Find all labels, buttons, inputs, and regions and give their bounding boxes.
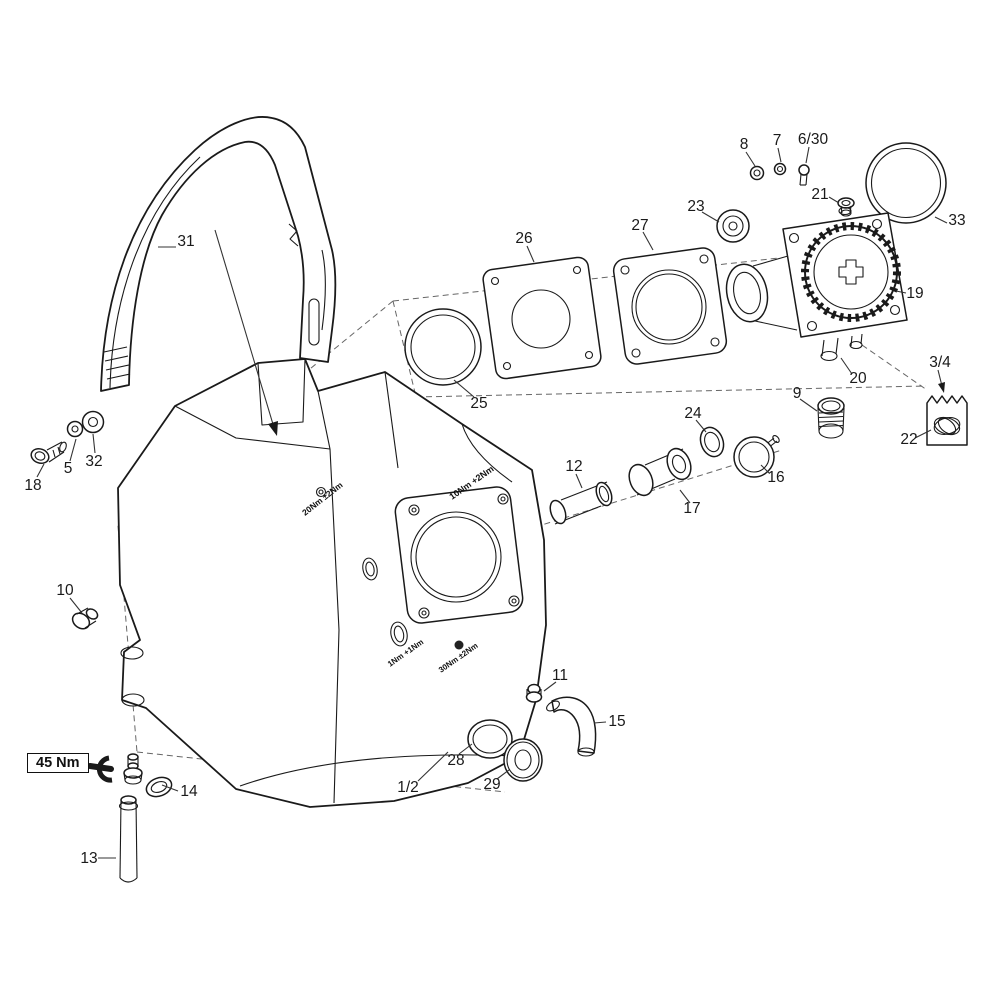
washer-32 bbox=[81, 410, 105, 434]
part-label-33: 33 bbox=[948, 212, 966, 229]
part-label-13: 13 bbox=[80, 850, 98, 867]
part-label-1-2: 1/2 bbox=[397, 779, 419, 796]
part-label-7: 7 bbox=[772, 132, 782, 149]
strap-hatch bbox=[103, 346, 131, 380]
washer-7 bbox=[773, 162, 787, 176]
part-label-9: 9 bbox=[792, 385, 802, 402]
torque-spec-label: 45 Nm bbox=[36, 755, 80, 771]
part-label-24: 24 bbox=[684, 405, 702, 422]
part-label-8: 8 bbox=[739, 136, 749, 153]
part-label-22: 22 bbox=[900, 431, 918, 448]
part-label-6-30: 6/30 bbox=[797, 131, 829, 148]
gasket-26 bbox=[482, 256, 602, 380]
screw-6-30 bbox=[798, 164, 810, 186]
part-label-10: 10 bbox=[56, 582, 74, 599]
o-ring-25 bbox=[404, 308, 482, 386]
pump-head bbox=[725, 206, 908, 362]
gasket-27 bbox=[612, 247, 728, 365]
wrench-icon bbox=[87, 755, 114, 783]
part-label-5: 5 bbox=[63, 460, 73, 477]
part-label-15: 15 bbox=[608, 713, 626, 730]
leader-lines bbox=[36, 146, 948, 859]
insert-17 bbox=[628, 447, 692, 497]
tube-12 bbox=[549, 481, 613, 525]
washer-5 bbox=[66, 420, 84, 438]
seal-24 bbox=[699, 426, 725, 458]
part-label-32: 32 bbox=[85, 453, 103, 470]
hose-13 bbox=[118, 795, 139, 883]
nipple-9 bbox=[817, 397, 845, 439]
part-label-20: 20 bbox=[849, 370, 867, 387]
part-label-31: 31 bbox=[177, 233, 195, 250]
washer-8 bbox=[749, 165, 765, 181]
part-label-16: 16 bbox=[767, 469, 785, 486]
part-label-19: 19 bbox=[906, 285, 924, 302]
part-label-26: 26 bbox=[515, 230, 533, 247]
banjo-fitting-14 bbox=[123, 753, 173, 798]
o-ring-33 bbox=[865, 142, 947, 224]
elbow-15 bbox=[546, 696, 597, 757]
mounting-plate bbox=[394, 486, 524, 624]
part-label-18: 18 bbox=[24, 477, 42, 494]
plug-29 bbox=[503, 738, 543, 782]
cap-16 bbox=[733, 434, 780, 478]
part-label-21: 21 bbox=[811, 186, 829, 203]
torque-spec-box: 45 Nm bbox=[27, 753, 89, 773]
o-ring-28 bbox=[467, 719, 513, 759]
part-label-3-4: 3/4 bbox=[929, 354, 951, 371]
part-label-27: 27 bbox=[631, 217, 649, 234]
part-label-28: 28 bbox=[447, 752, 465, 769]
part-label-29: 29 bbox=[483, 776, 501, 793]
fitting-11 bbox=[525, 683, 543, 703]
cross-icon bbox=[838, 259, 864, 285]
tank-body bbox=[117, 358, 547, 808]
part-label-12: 12 bbox=[565, 458, 583, 475]
part-label-17: 17 bbox=[683, 500, 701, 517]
part-label-11: 11 bbox=[551, 667, 569, 684]
plug-10 bbox=[71, 607, 99, 630]
part-label-14: 14 bbox=[180, 783, 198, 800]
part-label-25: 25 bbox=[470, 395, 488, 412]
bolt-18 bbox=[30, 441, 67, 465]
cap-23 bbox=[716, 209, 750, 243]
strap-arrow bbox=[214, 229, 278, 436]
carry-strap bbox=[100, 116, 337, 392]
service-kit-pouch bbox=[926, 395, 968, 446]
part-label-23: 23 bbox=[687, 198, 705, 215]
